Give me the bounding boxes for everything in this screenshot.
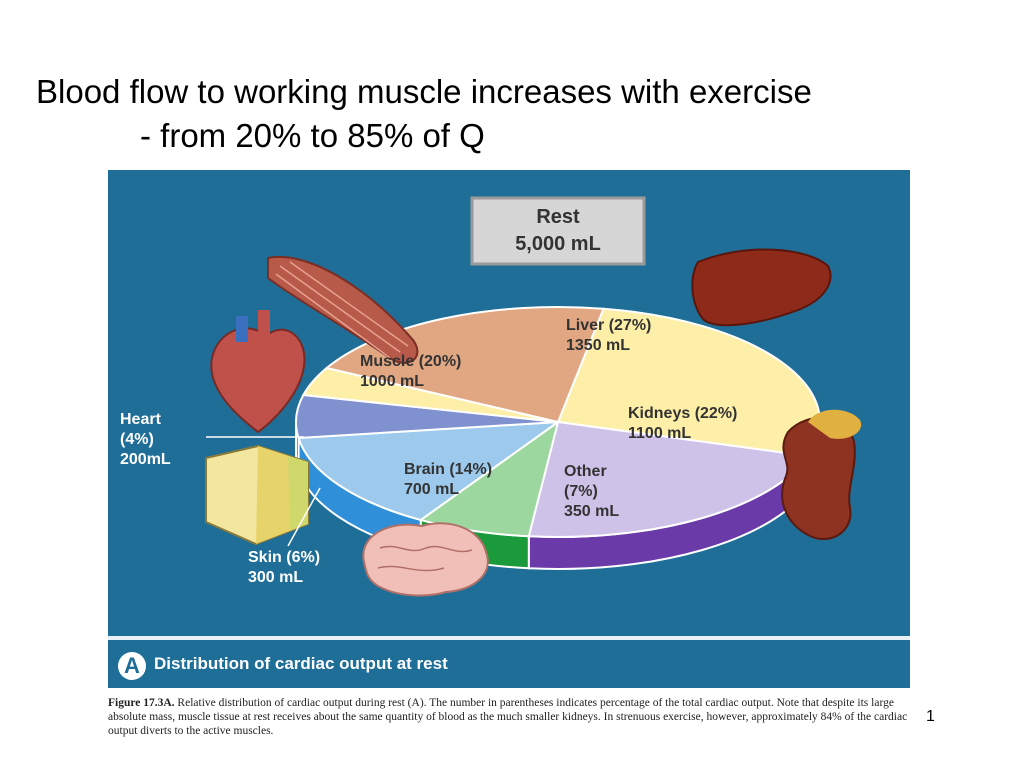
pie-label-brain-label-name: Brain (14%) (404, 461, 492, 478)
kidney-illustration (781, 409, 862, 541)
pie-label-kidneys-label-value: 1100 mL (628, 425, 691, 442)
figure-label: Figure 17.3A. (108, 697, 175, 709)
brain-illustration (362, 522, 489, 597)
slide-title: Blood flow to working muscle increases w… (36, 70, 996, 158)
pie-label-liver-label-name: Liver (27%) (566, 317, 651, 334)
pie-labels: Liver (27%) 1350 mL Kidneys (22%) 1100 mL Ot… (120, 317, 737, 586)
pie-slice-other (418, 419, 560, 538)
pie-label-muscle-label-name: Muscle (20%) (360, 353, 461, 370)
figure-panel: Rest 5,000 mL (108, 170, 910, 688)
pie-label-skin-label-name: Skin (6%) (248, 549, 320, 566)
pie-label-other-label-name: Other (564, 463, 607, 480)
pie-label-other-label-name2: (7%) (564, 483, 598, 500)
pie-label-liver-label-value: 1350 mL (566, 337, 630, 354)
pie-label-heart-label-name2: (4%) (120, 431, 154, 448)
chart-title-box: Rest 5,000 mL (470, 196, 646, 266)
chart-title-line1: Rest (536, 206, 580, 228)
liver-illustration (691, 248, 832, 327)
figure-description: Relative distribution of cardiac output … (108, 697, 908, 737)
pie-label-brain-label-value: 700 mL (404, 481, 459, 498)
pie-label-skin-label-value: 300 mL (248, 569, 303, 586)
chart-title-line2: 5,000 mL (515, 233, 601, 255)
page-number: 1 (926, 708, 935, 725)
muscle-illustration (267, 255, 419, 364)
chart-title-frame (470, 196, 646, 266)
figure-caption-title: Distribution of cardiac output at rest (154, 654, 448, 673)
figure-caption-bar: A Distribution of cardiac output at rest (108, 636, 910, 688)
figure-caption-badge: A (118, 652, 146, 680)
pie-label-heart-label-value: 200mL (120, 451, 171, 468)
pie-label-heart-label-name: Heart (120, 411, 162, 428)
pie-label-other-label-value: 350 mL (564, 503, 619, 520)
figure-caption-text: Figure 17.3A. Relative distribution of c… (108, 696, 908, 738)
skin-illustration (205, 444, 309, 546)
pie-label-kidneys-label-name: Kidneys (22%) (628, 405, 737, 422)
heart-illustration (210, 310, 306, 434)
slide-title-line1: Blood flow to working muscle increases w… (36, 73, 812, 110)
pie-slice-brain (297, 420, 562, 522)
skin-leader-line (287, 487, 321, 547)
slide-title-line2: - from 20% to 85% of Q (140, 117, 485, 154)
pie-chart: Rest 5,000 mL (120, 196, 862, 597)
pie-label-muscle-label-value: 1000 mL (360, 373, 424, 390)
